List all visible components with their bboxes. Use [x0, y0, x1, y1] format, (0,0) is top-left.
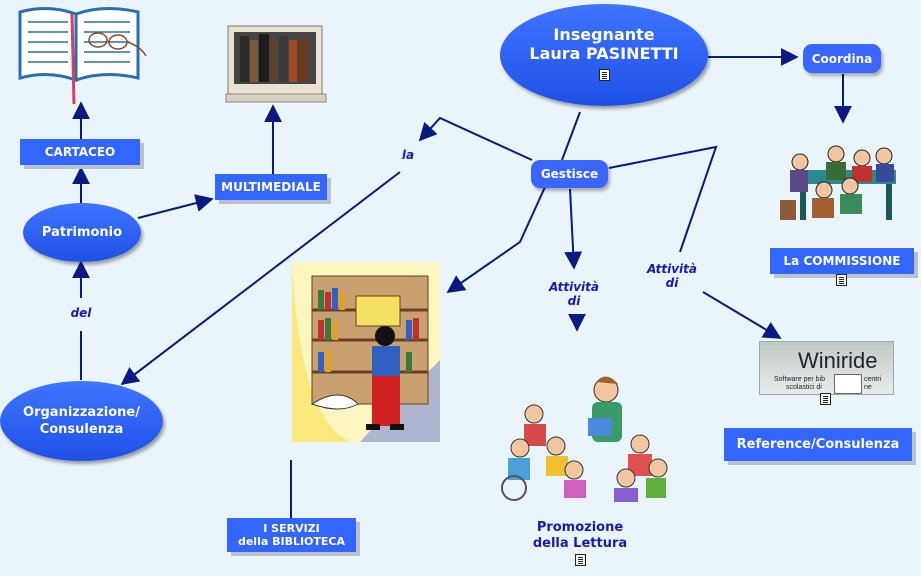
- edge-gestisce-attivita2: [608, 145, 718, 253]
- organizzazione-line2: Consulenza: [39, 422, 124, 437]
- winiride-logo[interactable]: Winiride Software per bib scolastici di …: [759, 341, 894, 395]
- node-coordina[interactable]: Coordina: [803, 44, 881, 73]
- edge-gestisce-servizi: [446, 186, 546, 294]
- document-icon[interactable]: [598, 69, 610, 81]
- node-servizi[interactable]: I SERVIZI della BIBLIOTECA: [227, 518, 356, 552]
- node-promozione[interactable]: Promozione della Lettura: [520, 520, 640, 571]
- multimediale-label: MULTIMEDIALE: [221, 180, 321, 194]
- edge-la-organizzazione: [120, 171, 401, 386]
- label-la: la: [401, 148, 415, 162]
- reference-document-icon[interactable]: [820, 393, 831, 405]
- node-commissione[interactable]: La COMMISSIONE: [770, 248, 914, 274]
- organizzazione-line1: Organizzazione/: [23, 405, 140, 420]
- commissione-label: La COMMISSIONE: [783, 254, 901, 268]
- node-reference[interactable]: Reference/Consulenza: [724, 428, 912, 461]
- node-multimediale[interactable]: MULTIMEDIALE: [215, 174, 327, 200]
- insegnante-line2: Laura PASINETTI: [529, 44, 679, 63]
- patrimonio-label: Patrimonio: [41, 225, 123, 240]
- open-book-icon: [18, 7, 147, 105]
- promozione-document-icon[interactable]: [574, 554, 586, 566]
- winiride-tagline-3: centri: [864, 376, 882, 383]
- reading-children-icon: [501, 376, 668, 502]
- node-organizzazione[interactable]: Organizzazione/ Consulenza: [0, 381, 163, 461]
- node-cartaceo[interactable]: CARTACEO: [20, 139, 140, 165]
- winiride-window-icon: [834, 374, 862, 394]
- computer-books-icon: [225, 25, 327, 103]
- edge-patrimonio-multimediale: [137, 194, 214, 219]
- edge-gestisce-attivita1: [564, 188, 583, 270]
- edge-gestisce-la: [418, 116, 533, 161]
- winiride-tagline-4: ne: [864, 384, 872, 391]
- servizi-line1: I SERVIZI: [263, 522, 320, 535]
- label-attivita-reference: Attività di: [647, 262, 697, 290]
- label-attivita-promozione: Attività di: [549, 280, 599, 308]
- node-gestisce[interactable]: Gestisce: [531, 160, 608, 188]
- reference-label: Reference/Consulenza: [736, 436, 900, 452]
- edge-attivita2-reference: [702, 291, 782, 339]
- cartaceo-label: CARTACEO: [44, 145, 116, 159]
- edge-insegnante-gestisce: [561, 111, 581, 161]
- library-shelf-icon: [292, 262, 440, 442]
- meeting-people-icon: [780, 145, 896, 220]
- promozione-line1: Promozione: [536, 520, 624, 535]
- winiride-tagline-1: Software per bib: [774, 376, 825, 383]
- servizi-line2: della BIBLIOTECA: [237, 535, 346, 548]
- commissione-document-icon[interactable]: [836, 274, 847, 286]
- promozione-line2: della Lettura: [532, 536, 628, 551]
- gestisce-label: Gestisce: [540, 167, 599, 181]
- insegnante-line1: Insegnante: [553, 25, 655, 44]
- winiride-tagline-2: scolastici di: [786, 384, 822, 391]
- label-del: del: [70, 306, 92, 320]
- node-patrimonio[interactable]: Patrimonio: [23, 203, 141, 262]
- node-insegnante[interactable]: Insegnante Laura PASINETTI: [500, 4, 708, 106]
- coordina-label: Coordina: [811, 51, 873, 66]
- winiride-name: Winiride: [798, 348, 878, 373]
